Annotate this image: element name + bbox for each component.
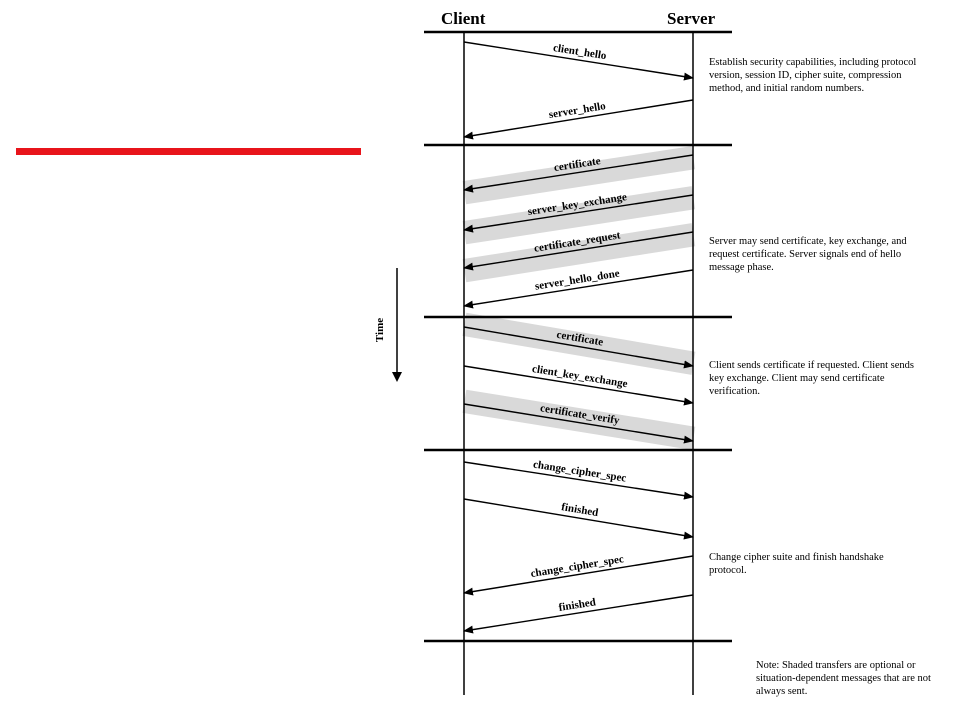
message-arrow bbox=[463, 461, 694, 500]
server-header: Server bbox=[667, 9, 716, 28]
optional-message-shading bbox=[462, 312, 696, 375]
message-arrow bbox=[463, 365, 694, 406]
message-arrow bbox=[463, 154, 694, 193]
client-header: Client bbox=[441, 9, 486, 28]
message-arrow bbox=[463, 269, 694, 309]
phase-2-note: Server may send certificate, key exchang… bbox=[709, 236, 907, 273]
shading-layer bbox=[462, 146, 696, 450]
time-label: Time bbox=[374, 318, 386, 342]
phase-4-note: Change cipher suite and finish handshake… bbox=[709, 552, 884, 576]
message-arrow bbox=[463, 594, 694, 634]
optional-message-shading bbox=[462, 186, 696, 245]
phase-1-note: Establish security capabilities, includi… bbox=[709, 57, 917, 94]
message-arrow bbox=[463, 194, 694, 233]
message-arrow bbox=[463, 41, 694, 81]
message-label: change_cipher_spec bbox=[530, 553, 625, 580]
message-label: finished bbox=[558, 596, 597, 614]
accent-bar bbox=[16, 148, 361, 155]
message-arrow bbox=[463, 231, 694, 271]
optional-message-shading bbox=[462, 146, 696, 205]
message-label: server_hello bbox=[548, 100, 607, 121]
phase-3-note: Client sends certificate if requested. C… bbox=[709, 360, 914, 397]
message-arrow bbox=[463, 326, 694, 369]
optional-message-shading bbox=[462, 223, 696, 283]
message-label: change_cipher_spec bbox=[532, 459, 627, 485]
message-arrow bbox=[463, 555, 694, 596]
time-arrow-head bbox=[392, 372, 402, 382]
message-label: client_key_exchange bbox=[531, 363, 628, 390]
message-arrow bbox=[463, 99, 694, 140]
footnote: Note: Shaded transfers are optional or s… bbox=[756, 660, 931, 697]
message-label: client_hello bbox=[552, 42, 607, 62]
optional-message-shading bbox=[462, 389, 696, 450]
message-arrow bbox=[463, 403, 694, 444]
message-arrow bbox=[463, 498, 694, 540]
